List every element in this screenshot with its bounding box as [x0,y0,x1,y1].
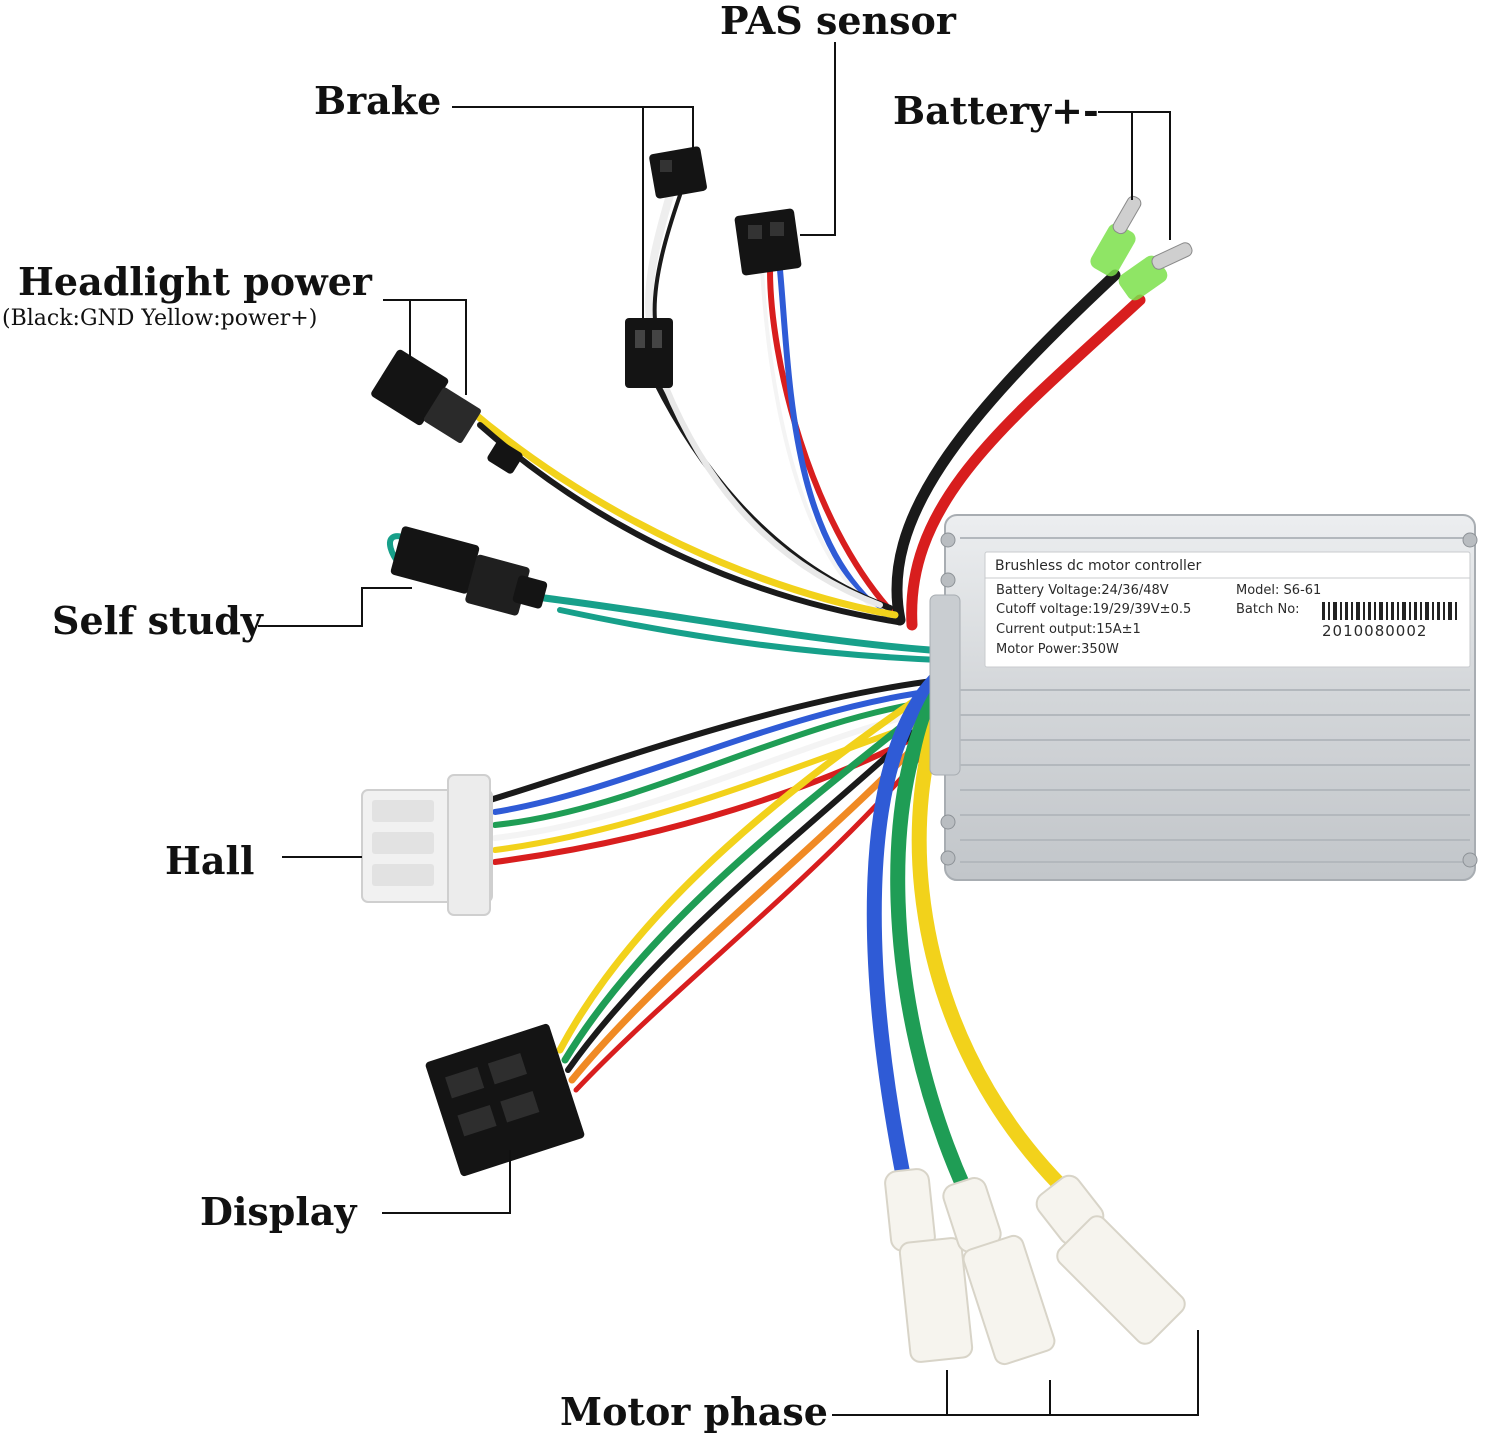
plate-batch-number: 2010080002 [1322,622,1428,640]
brake-upper-black-wire [652,193,682,322]
brake-connector-upper [649,146,707,199]
leader-self-study [258,587,412,627]
barcode [1322,602,1457,620]
headlight-black-wire [477,422,901,625]
label-self-study: Self study [52,598,263,643]
phase-yellow-wire [911,692,1068,1193]
hall-green-wire [492,697,943,828]
leader-pas [800,42,836,236]
plate-model: Model: S6-61 [1236,583,1322,598]
plate-title: Brushless dc motor controller [995,558,1202,574]
phase-blue-wire [866,672,943,1193]
plate-battery-voltage: Battery Voltage:24/36/48V [996,583,1169,598]
plate-current-output: Current output:15A±1 [996,622,1141,637]
label-brake: Brake [314,78,442,123]
pas-blue-wire [777,267,888,618]
label-battery: Battery+- [893,88,1099,133]
display-connector [425,1023,585,1177]
label-headlight-power: Headlight power [18,259,372,304]
pas-connector [734,208,802,276]
leader-battery [1098,111,1171,240]
controller-label-plate [984,551,1471,668]
phase-green-wire [890,682,973,1198]
hall-blue-wire [492,687,943,815]
leader-motor-phase [832,1330,1199,1416]
label-motor-phase: Motor phase [560,1389,828,1434]
brake-black-wire [652,377,893,611]
wire-bundle [387,191,1146,1198]
pas-white-wire [760,268,882,614]
leader-brake [452,106,694,150]
plate-batch-label: Batch No: [1236,602,1300,617]
connectors [361,146,1193,1366]
motor-phase-terminals [884,1168,1186,1366]
headlight-connector [371,349,523,474]
hall-connector [361,774,493,916]
self-study-wire [516,591,934,654]
display-red-wire [573,727,945,1093]
leader-lines [258,42,1199,1416]
battery-negative-wire [891,269,1121,626]
hall-black-wire [487,677,943,803]
label-headlight-note: (Black:GND Yellow:power+) [2,306,318,331]
battery-positive-wire [906,294,1146,631]
self-study-connector [390,526,548,616]
self-study-wire-2 [557,607,943,663]
label-hall: Hall [165,838,255,883]
controller-housing [929,514,1478,881]
display-green-wire [561,696,939,1064]
brake-connector-lower [625,318,673,388]
plate-cutoff-voltage: Cutoff voltage:19/29/39V±0.5 [996,602,1192,617]
display-yellow-wire [556,686,934,1054]
plate-motor-power: Motor Power:350W [996,642,1119,657]
label-display: Display [200,1189,357,1234]
headlight-yellow-wire [466,406,899,619]
brake-upper-white-wire [645,191,674,324]
label-pas-sensor: PAS sensor [720,0,956,43]
battery-bullet-connectors [1090,195,1193,301]
brake-white-wire [662,382,883,608]
leader-display [382,1150,511,1214]
